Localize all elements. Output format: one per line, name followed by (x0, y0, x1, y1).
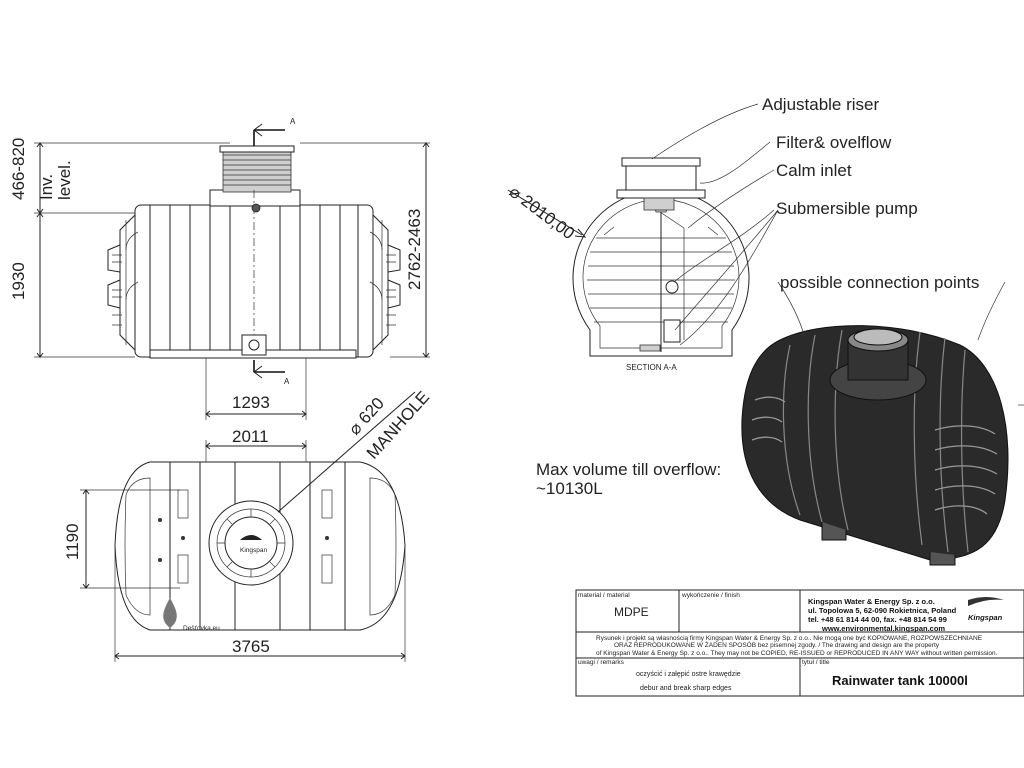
title-block: material / material MDPE wykończenie / f… (575, 589, 1024, 697)
notice-line3: of Kingspan Water & Energy Sp. z o.o.. T… (596, 650, 998, 657)
dim-1293: 1293 (232, 393, 270, 412)
kingspan-logo-icon (968, 597, 1004, 606)
kingspan-logo-text: Kingspan (968, 613, 1003, 622)
inv-level-label: Inv.level. (37, 160, 74, 200)
front-view: A A 466-820 1930 Inv.level. 2762-2463 12… (9, 117, 430, 420)
volume-note-line1: Max volume till overflow: (536, 460, 721, 479)
volume-note-line2: ~10130L (536, 479, 603, 498)
company-phone: tel. +48 61 814 44 00, fax. +48 814 54 9… (808, 615, 947, 624)
company-address: ul. Topolowa 5, 62-090 Rokietnica, Polan… (808, 606, 957, 615)
company-web: www.environmental.kingspan.com (821, 624, 945, 633)
section-caption: SECTION A-A (626, 363, 677, 372)
dim-2762-2463: 2762-2463 (405, 209, 424, 290)
material-value: MDPE (614, 605, 649, 619)
notice-line2: ORAZ REPRODUKOWANE W ŻADEN SPOSÓB bez pi… (614, 640, 940, 649)
label-adjustable-riser: Adjustable riser (762, 95, 880, 114)
label-filter-overflow: Filter& ovelflow (776, 133, 892, 152)
dim-3765: 3765 (232, 637, 270, 656)
company-name: Kingspan Water & Energy Sp. z o.o. (808, 597, 935, 606)
label-submersible-pump: Submersible pump (776, 199, 918, 218)
manhole-logo-text: Kingspan (240, 547, 267, 554)
remark-en: debur and break sharp edges (640, 685, 732, 692)
iso-view: possible connection points (741, 273, 1024, 566)
drawing-title: Rainwater tank 10000l (832, 673, 968, 688)
section-diameter: ⌀ 2010,00 (506, 182, 578, 243)
dim-1930: 1930 (9, 262, 28, 300)
watermark: Dešťovka.eu (183, 625, 220, 632)
label-connection-points: possible connection points (780, 273, 979, 292)
top-view: Kingspan Dešťovka.eu 2011 1190 3765 ⌀ 62… (63, 387, 433, 662)
section-marker-top: A (290, 117, 296, 126)
title-caption: tytuł / title (802, 659, 830, 666)
remarks-caption: uwagi / remarks (578, 659, 625, 666)
dim-466-820: 466-820 (9, 138, 28, 200)
material-caption: material / material (578, 592, 630, 599)
dim-2011: 2011 (232, 427, 269, 446)
notice-line1: Rysunek i projekt są własnością firmy Ki… (596, 635, 983, 642)
section-marker-bottom: A (284, 377, 290, 386)
finish-caption: wykończenie / finish (681, 592, 740, 599)
remark-pl: oczyścić i załępić ostre krawędzie (636, 671, 741, 678)
label-calm-inlet: Calm inlet (776, 161, 852, 180)
dim-1190: 1190 (63, 523, 82, 560)
